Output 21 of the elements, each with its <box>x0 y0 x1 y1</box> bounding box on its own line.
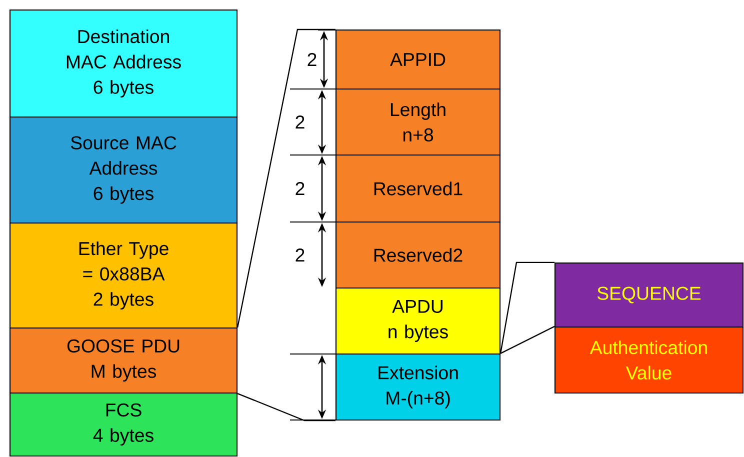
dimension-label: 2 <box>296 182 304 196</box>
field-box: APPID <box>335 29 501 90</box>
field-box: SEQUENCE <box>554 262 744 328</box>
field-box: Reserved1 <box>335 154 501 223</box>
zoom-line <box>500 326 555 354</box>
field-box: GOOSE PDU M bytes <box>9 327 238 394</box>
dimension-label: 2 <box>296 115 304 129</box>
field-box: Authentication Value <box>554 326 744 394</box>
field-box: Source MAC Address 6 bytes <box>9 116 238 224</box>
zoom-line <box>237 392 336 422</box>
zoom-line <box>500 262 554 354</box>
field-box: FCS 4 bytes <box>9 392 238 457</box>
field-box: Reserved2 <box>335 221 501 289</box>
field-box: Destination MAC Address 6 bytes <box>9 9 238 118</box>
field-box: Extension M-(n+8) <box>335 353 501 421</box>
dimension-label: 2 <box>308 52 316 66</box>
dimension-label: 2 <box>296 248 304 262</box>
zoom-line <box>236 28 336 328</box>
field-box: Length n+8 <box>335 88 501 156</box>
field-box: APDU n bytes <box>335 287 501 355</box>
field-box: Ether Type = 0x88BA 2 bytes <box>9 222 238 329</box>
